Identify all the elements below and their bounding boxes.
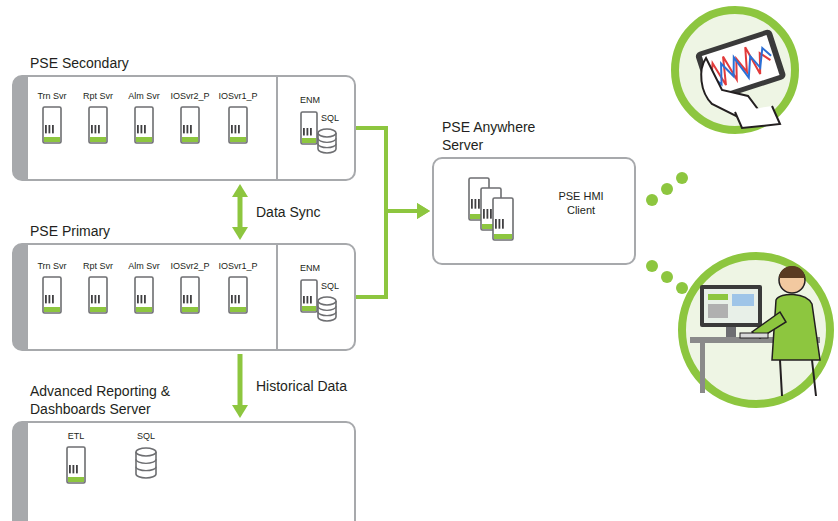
connector-line (238, 196, 243, 228)
server-icon (180, 276, 200, 314)
dots (646, 172, 688, 294)
server-group: Advanced Reporting & Dashboards ServerET… (12, 421, 356, 521)
server-label: SQL (122, 431, 170, 442)
connector (354, 203, 430, 297)
server-icon (88, 276, 108, 314)
database-icon (316, 127, 338, 155)
server-icon (42, 106, 62, 144)
database-icon (134, 446, 158, 480)
server-label: IOSvr2_P (166, 91, 214, 102)
enm-panel: ENMSQL (276, 77, 354, 179)
server-group: PSE SecondaryTrn SvrRpt SvrAlm SvrIOSvr2… (12, 75, 356, 181)
server-icon (134, 106, 154, 144)
server: Alm Svr (120, 91, 168, 144)
server-icon (134, 276, 154, 314)
anywhere-server-box: PSE Anywhere ServerPSE HMI Client (432, 157, 636, 265)
server: IOSvr2_P (166, 261, 214, 314)
arrowhead (232, 405, 248, 418)
server-group: PSE PrimaryTrn SvrRpt SvrAlm SvrIOSvr2_P… (12, 243, 356, 351)
client-label: PSE HMI Client (544, 189, 618, 217)
server: IOSvr2_P (166, 91, 214, 144)
edge-label: Historical Data (254, 377, 349, 395)
edge-label: Data Sync (254, 203, 323, 221)
arrowhead (417, 203, 430, 219)
server: IOSvr1_P (214, 91, 262, 144)
connector-line (354, 211, 418, 297)
group-heading: PSE Secondary (30, 54, 230, 72)
connector-line (354, 128, 418, 211)
group-heading: PSE Anywhere Server (442, 118, 564, 154)
server-icon (492, 197, 514, 241)
database: SQL (122, 431, 170, 480)
server-icon (228, 276, 248, 314)
group-heading: PSE Primary (30, 222, 230, 240)
tablet-circle (675, 10, 795, 130)
server: Alm Svr (120, 261, 168, 314)
server-label: IOSvr1_P (214, 261, 262, 272)
server-label: IOSvr1_P (214, 91, 262, 102)
group-heading: Advanced Reporting & Dashboards Server (30, 382, 220, 418)
server: Rpt Svr (74, 91, 122, 144)
connector (232, 184, 248, 240)
server-icon (180, 106, 200, 144)
person-circle (682, 256, 830, 404)
server-label: Trn Svr (28, 261, 76, 272)
server-label: Alm Svr (120, 91, 168, 102)
sql-label: SQL (321, 113, 339, 124)
arrowhead (232, 184, 248, 197)
connector (232, 354, 248, 418)
server: Trn Svr (28, 261, 76, 314)
server-icon (300, 279, 318, 313)
connector-line (238, 354, 243, 406)
server: IOSvr1_P (214, 261, 262, 314)
server-stack (468, 177, 528, 247)
arrowhead (417, 203, 430, 219)
server-icon (300, 111, 318, 145)
enm-label: ENM (300, 263, 320, 274)
server-label: Alm Svr (120, 261, 168, 272)
enm-panel: ENMSQL (276, 245, 354, 349)
server: Trn Svr (28, 91, 76, 144)
server-icon (228, 106, 248, 144)
connector (354, 128, 430, 219)
server-label: Rpt Svr (74, 261, 122, 272)
server-icon (88, 106, 108, 144)
database-icon (316, 295, 338, 323)
arrowhead (232, 227, 248, 240)
sql-label: SQL (321, 281, 339, 292)
server: Rpt Svr (74, 261, 122, 314)
enm-label: ENM (300, 95, 320, 106)
server-label: Trn Svr (28, 91, 76, 102)
server: ETL (52, 431, 100, 484)
server-label: Rpt Svr (74, 91, 122, 102)
server-icon (42, 276, 62, 314)
server-label: IOSvr2_P (166, 261, 214, 272)
server-label: ETL (52, 431, 100, 442)
server-icon (66, 446, 86, 484)
